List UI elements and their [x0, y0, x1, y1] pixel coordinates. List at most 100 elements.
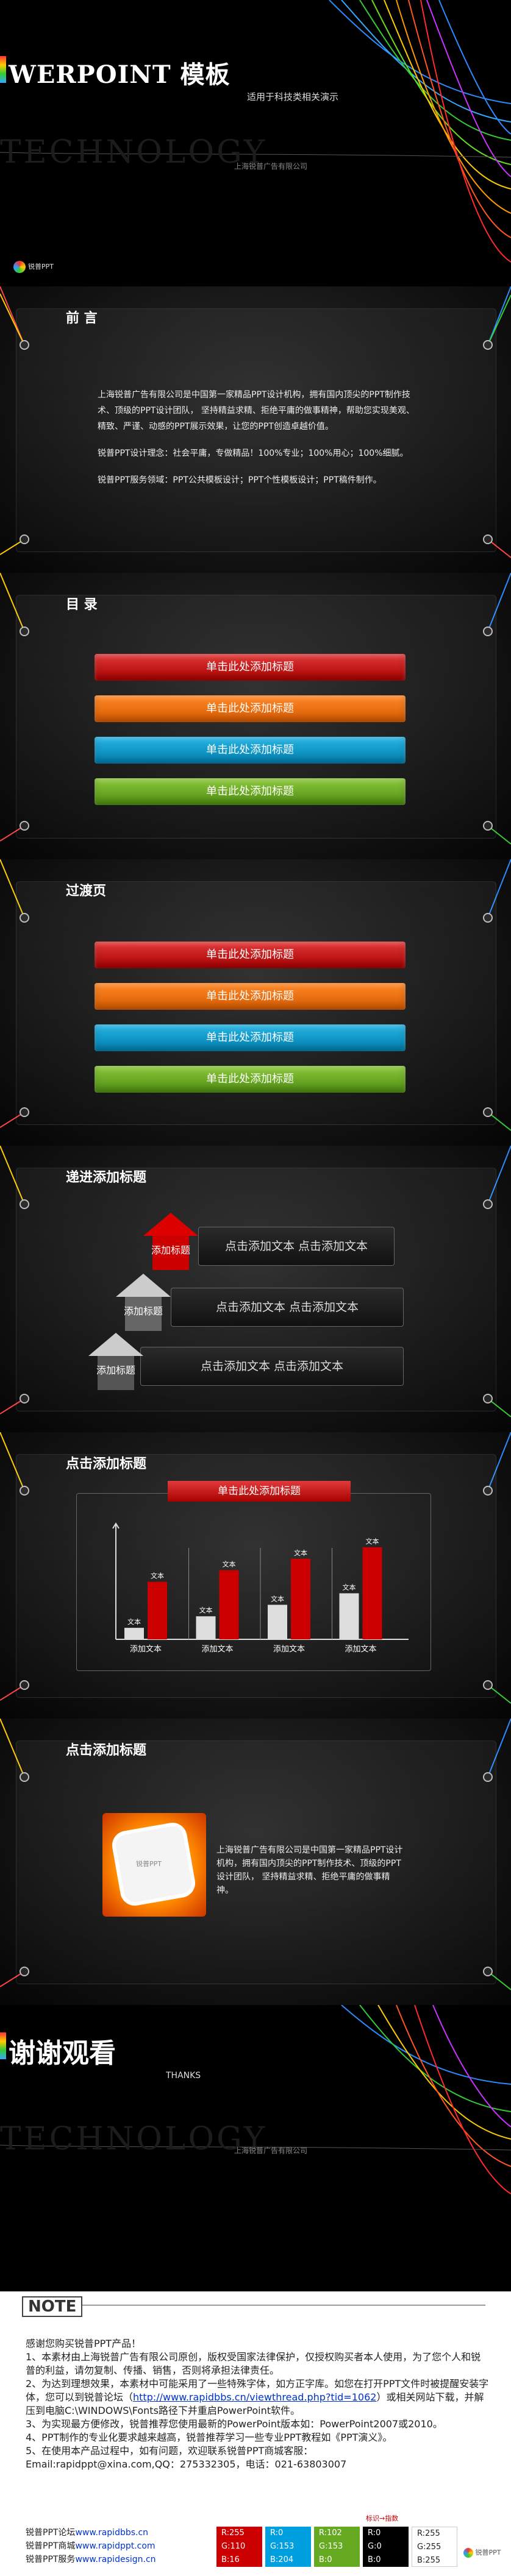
- chart-bar-label: 文本: [366, 1537, 379, 1545]
- notes-line-5: 3、为实现最方便修改，锐普推荐您使用最新的PowerPoint版本如：Power…: [26, 2418, 443, 2430]
- swatch-value: R:0: [368, 2528, 381, 2538]
- picture-slide-wires: [0, 1719, 511, 1990]
- swatch-value: B:16: [221, 2555, 240, 2564]
- progression-wires: [0, 1146, 511, 1418]
- swatch-value: R:255: [417, 2529, 440, 2538]
- transition-item-3[interactable]: 单击此处添加标题: [95, 1024, 406, 1051]
- transition-item-1[interactable]: 单击此处添加标题: [95, 942, 406, 968]
- chart-bar-label: 文本: [127, 1617, 141, 1626]
- chart-bar-label: 文本: [151, 1572, 164, 1580]
- link-1-label: 锐普PPT论坛: [26, 2528, 76, 2538]
- link-1-url[interactable]: www.rapidbbs.cn: [75, 2528, 149, 2538]
- step-3-arrow-stem: [98, 1356, 134, 1390]
- notes-logo: 锐普PPT: [463, 2547, 501, 2558]
- step-3-box[interactable]: 点击添加文本 点击添加文本: [140, 1347, 404, 1386]
- step-2-arrow-head: [116, 1274, 171, 1297]
- chart-slide: 点击添加标题 单击此处添加标题 文本文本添加文本文本文本添加文本文本文本添加文本…: [0, 1432, 511, 1719]
- chart-category-label: 添加文本: [201, 1645, 233, 1654]
- preface-wires: [0, 286, 511, 558]
- cover-watermark: TECHNOLOGY: [0, 134, 268, 171]
- toc-wires: [0, 573, 511, 845]
- chart-slide-title: 点击添加标题: [66, 1457, 147, 1472]
- toc-slide: 目 录 单击此处添加标题 单击此处添加标题 单击此处添加标题 单击此处添加标题: [0, 573, 511, 859]
- cover-title: WERPOINT 模板: [9, 60, 230, 89]
- logo-icon: [13, 261, 26, 273]
- link-row-1: 锐普PPT论坛www.rapidbbs.cn: [26, 2526, 156, 2539]
- transition-item-2[interactable]: 单击此处添加标题: [95, 983, 406, 1010]
- notes-line-0: 感谢您购买锐普PPT产品！: [26, 2338, 141, 2349]
- step-3-arrow: 添加标题: [88, 1333, 143, 1394]
- step-2-arrow: 添加标题: [116, 1274, 171, 1335]
- picture-text: 上海锐普广告有限公司是中国第一家精品PPT设计机构，拥有国内顶尖的PPT制作技术…: [216, 1845, 403, 1895]
- chart-bar: [219, 1570, 239, 1639]
- toc-item-2[interactable]: 单击此处添加标题: [95, 695, 406, 722]
- swatch-value: G:255: [417, 2542, 441, 2552]
- ending-title: 谢谢观看: [9, 2038, 116, 2069]
- step-2-arrow-stem: [125, 1297, 162, 1331]
- cover-logo: 锐普PPT: [13, 261, 54, 273]
- step-3-arrow-head: [88, 1333, 143, 1356]
- toc-title: 目 录: [66, 597, 98, 612]
- toc-item-4[interactable]: 单击此处添加标题: [95, 778, 406, 805]
- step-1-arrow-head: [143, 1213, 198, 1236]
- chart-bar-label: 文本: [223, 1560, 236, 1569]
- link-3-label: 锐普PPT服务: [26, 2555, 76, 2564]
- swatch-value: B:0: [319, 2555, 332, 2564]
- chart-bar-label: 文本: [199, 1606, 213, 1614]
- transition-title: 过渡页: [66, 884, 107, 899]
- ending-subtitle: THANKS: [166, 2071, 201, 2081]
- ending-rainbow-mark: [0, 2032, 6, 2059]
- notes-logo-icon: [463, 2548, 473, 2558]
- step-1-arrow-stem: [152, 1236, 189, 1270]
- cover-subtitle: 适用于科技类相关演示: [247, 91, 339, 102]
- step-1-box[interactable]: 点击添加文本 点击添加文本: [198, 1227, 395, 1266]
- picture-frame-label: 锐普PPT: [136, 1860, 162, 1868]
- chart-category-label: 添加文本: [273, 1645, 305, 1654]
- notes-logo-label: 锐普PPT: [475, 2549, 501, 2556]
- notes-line-8: Email:rapidppt@xina.com,QQ：275332305，电话：…: [26, 2458, 347, 2470]
- cover-slide: WERPOINT 模板 适用于科技类相关演示 TECHNOLOGY 上海锐普广告…: [0, 0, 511, 286]
- chart-title[interactable]: 单击此处添加标题: [168, 1481, 351, 1502]
- swatch-value: G:110: [221, 2542, 246, 2551]
- swatch-value: B:0: [368, 2555, 381, 2564]
- notes-line-2: 2、为达到理想效果，本素材中可能采用了一些特殊字体，如方正字库。如您在打开PPT…: [26, 2377, 489, 2418]
- chart-bar: [291, 1558, 310, 1639]
- ending-slide: 谢谢观看 THANKS TECHNOLOGY 上海锐普广告有限公司: [0, 2005, 511, 2291]
- step-2-arrow-label: 添加标题: [123, 1305, 163, 1317]
- chart-slide-wires: [0, 1432, 511, 1704]
- link-2-label: 锐普PPT商城: [26, 2541, 76, 2551]
- step-1-arrow-label: 添加标题: [151, 1244, 190, 1256]
- transition-wires: [0, 859, 511, 1131]
- preface-paragraph-2: 锐普PPT设计理念：社会平庸，专做精品！100%专业；100%用心；100%细腻…: [98, 449, 409, 458]
- chart-bar: [362, 1547, 382, 1639]
- preface-body: 上海锐普广告有限公司是中国第一家精品PPT设计机构，拥有国内顶尖的PPT制作技术…: [98, 387, 415, 488]
- notes-line-1: 1、本素材由上海锐普广告有限公司原创，版权受国家法律保护，仅授权购买者本人使用，…: [26, 2351, 481, 2376]
- notes-line-2-text: 2、为达到理想效果，本素材中可能采用了一些特殊字体，如方正字库。如您在打开PPT…: [26, 2378, 489, 2403]
- swatch-value: R:255: [221, 2528, 245, 2538]
- picture-frame[interactable]: 锐普PPT: [102, 1813, 206, 1917]
- toc-item-3[interactable]: 单击此处添加标题: [95, 737, 406, 764]
- swatch-value: B:255: [417, 2556, 441, 2565]
- cover-rainbow-mark: [0, 56, 6, 83]
- toc-item-1[interactable]: 单击此处添加标题: [95, 654, 406, 681]
- step-2-box[interactable]: 点击添加文本 点击添加文本: [171, 1288, 404, 1327]
- link-2-url[interactable]: www.rapidppt.com: [75, 2541, 155, 2551]
- chart-bar: [339, 1593, 359, 1639]
- link-3-url[interactable]: www.rapidesign.cn: [75, 2555, 156, 2564]
- preface-slide: 前 言 上海锐普广告有限公司是中国第一家精品PPT设计机构，拥有国内顶尖的PPT…: [0, 286, 511, 573]
- logo-label: 锐普PPT: [28, 263, 54, 271]
- swatch-value: G:0: [368, 2542, 382, 2551]
- swatch-value: G:153: [319, 2542, 343, 2551]
- transition-item-4[interactable]: 单击此处添加标题: [95, 1066, 406, 1093]
- cover-wires-graphic: [0, 0, 511, 263]
- chart-bar-label: 文本: [294, 1549, 307, 1557]
- notes-links: 锐普PPT论坛www.rapidbbs.cn 锐普PPT商城www.rapidp…: [26, 2526, 156, 2566]
- swatch-value: B:204: [270, 2555, 294, 2564]
- chart-category-label: 添加文本: [345, 1645, 376, 1654]
- rapidbbs-link[interactable]: http://www.rapidbbs.cn/viewthread.php?ti…: [133, 2391, 377, 2403]
- progression-slide: 递进添加标题 点击添加文本 点击添加文本 添加标题 点击添加文本 点击添加文本 …: [0, 1146, 511, 1432]
